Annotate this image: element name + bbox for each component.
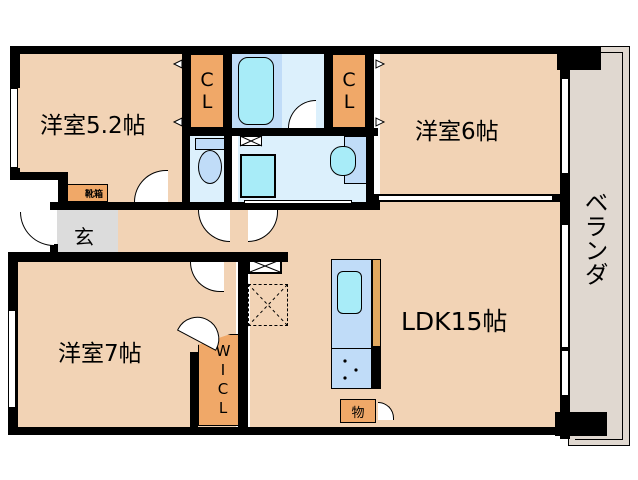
window-ldk-1[interactable] — [561, 224, 569, 348]
kitchen-wall — [372, 347, 381, 389]
wic-line2: I — [220, 361, 226, 379]
wall-5-2-step — [58, 172, 68, 208]
window-5-2[interactable] — [10, 88, 18, 168]
wall-5-2-bottom — [10, 172, 66, 180]
bathtub — [238, 57, 274, 125]
room-label-5-2: 洋室5.2帖 — [40, 113, 146, 139]
ldk — [250, 202, 565, 427]
storage-small: 物 — [340, 399, 376, 423]
column-bottom-right — [555, 412, 607, 436]
wall-left-upper — [10, 46, 20, 88]
kitchen-backsplash — [372, 259, 381, 347]
storage-small-label: 物 — [351, 405, 365, 421]
sink-bowl — [330, 146, 356, 176]
sliding-door-washroom[interactable] — [244, 200, 352, 204]
wall-top — [10, 46, 572, 54]
window-room7[interactable] — [8, 310, 16, 408]
closet-left-line2: L — [201, 91, 213, 113]
wall-cl-right — [324, 54, 332, 136]
closet-left-line1: C — [200, 69, 214, 91]
wall-6-left — [366, 54, 374, 204]
sliding-door-6-ldk[interactable] — [378, 195, 553, 201]
wall-bottom — [8, 427, 570, 435]
room-label-ldk: LDK15帖 — [401, 307, 508, 336]
western-room-6 — [380, 54, 565, 196]
window-ldk-2[interactable] — [561, 350, 569, 396]
door-front[interactable] — [20, 212, 54, 246]
kitchen-divider — [331, 348, 373, 349]
stove-burners-icon — [343, 359, 358, 380]
wall-room7-top — [8, 252, 288, 262]
closet-left: C L — [190, 54, 224, 128]
room-label-7: 洋室7帖 — [58, 341, 142, 367]
shoe-box-label: 靴箱 — [84, 189, 103, 200]
wall-bath-mid — [182, 128, 378, 136]
vent-icon — [239, 135, 263, 147]
western-room-5-2 — [18, 54, 188, 172]
wic-line3: C — [217, 380, 229, 398]
wic-line1: W — [215, 342, 231, 360]
room-label-6: 洋室6帖 — [415, 119, 499, 145]
closet-right-line1: C — [342, 69, 356, 91]
veranda-label: ベランダ — [580, 190, 608, 286]
washing-machine-pan — [240, 154, 276, 198]
wall-room7-right — [238, 252, 248, 427]
wall-hall-top — [50, 202, 380, 210]
closet-right-line2: L — [343, 91, 355, 113]
closet-left-door-markers — [172, 59, 183, 127]
shoe-box: 靴箱 — [66, 184, 108, 202]
fridge-space — [247, 283, 289, 327]
wall-wic-left — [190, 352, 198, 427]
entrance — [57, 208, 118, 252]
kitchen-sink — [337, 271, 362, 314]
toilet-bowl — [198, 150, 222, 184]
wall-hall-left — [50, 244, 58, 262]
closet-right-door-markers — [375, 59, 386, 127]
entrance-label: 玄 — [74, 225, 94, 249]
wic-line4: L — [218, 399, 228, 417]
window-6[interactable] — [561, 78, 569, 174]
toilet-tank — [195, 138, 225, 150]
closet-right: C L — [332, 54, 366, 128]
